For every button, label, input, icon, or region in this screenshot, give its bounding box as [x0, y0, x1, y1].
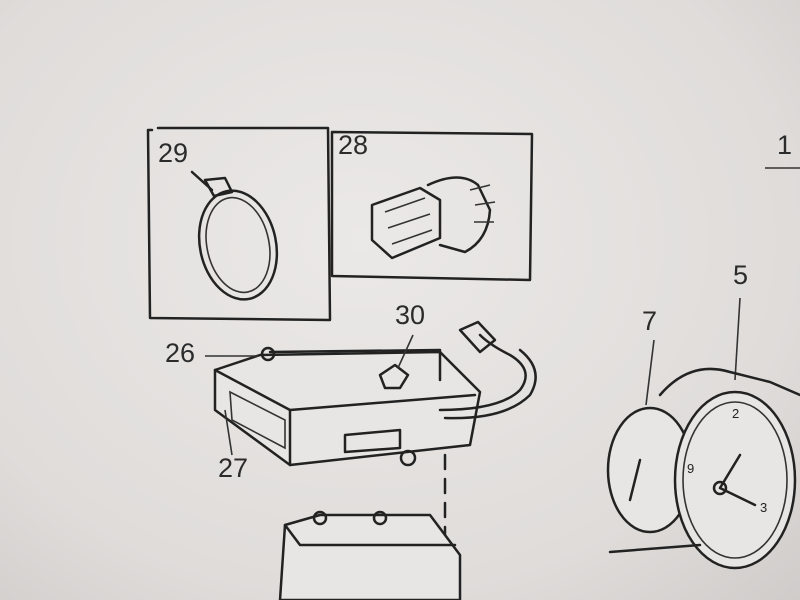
svg-text:9: 9 — [687, 461, 694, 476]
callout-27: 27 — [218, 453, 249, 483]
callout-1: 1 — [777, 130, 793, 160]
part-28-connector — [370, 176, 496, 260]
callout-26: 26 — [165, 338, 196, 368]
instrument-cluster: 9 2 3 — [606, 367, 800, 570]
svg-text:2: 2 — [732, 406, 739, 421]
svg-text:3: 3 — [760, 500, 767, 515]
lower-bracket — [278, 510, 462, 600]
part-29-cable-tie-ring — [190, 170, 279, 301]
callout-28: 28 — [338, 130, 369, 160]
callout-30: 30 — [395, 300, 426, 330]
part-26-control-unit — [213, 320, 537, 600]
part-28-box — [330, 130, 534, 282]
callout-7: 7 — [642, 306, 658, 336]
callout-5: 5 — [733, 260, 749, 290]
callout-29: 29 — [158, 138, 189, 168]
leader-lines — [205, 167, 800, 456]
part-29-box — [146, 126, 332, 322]
